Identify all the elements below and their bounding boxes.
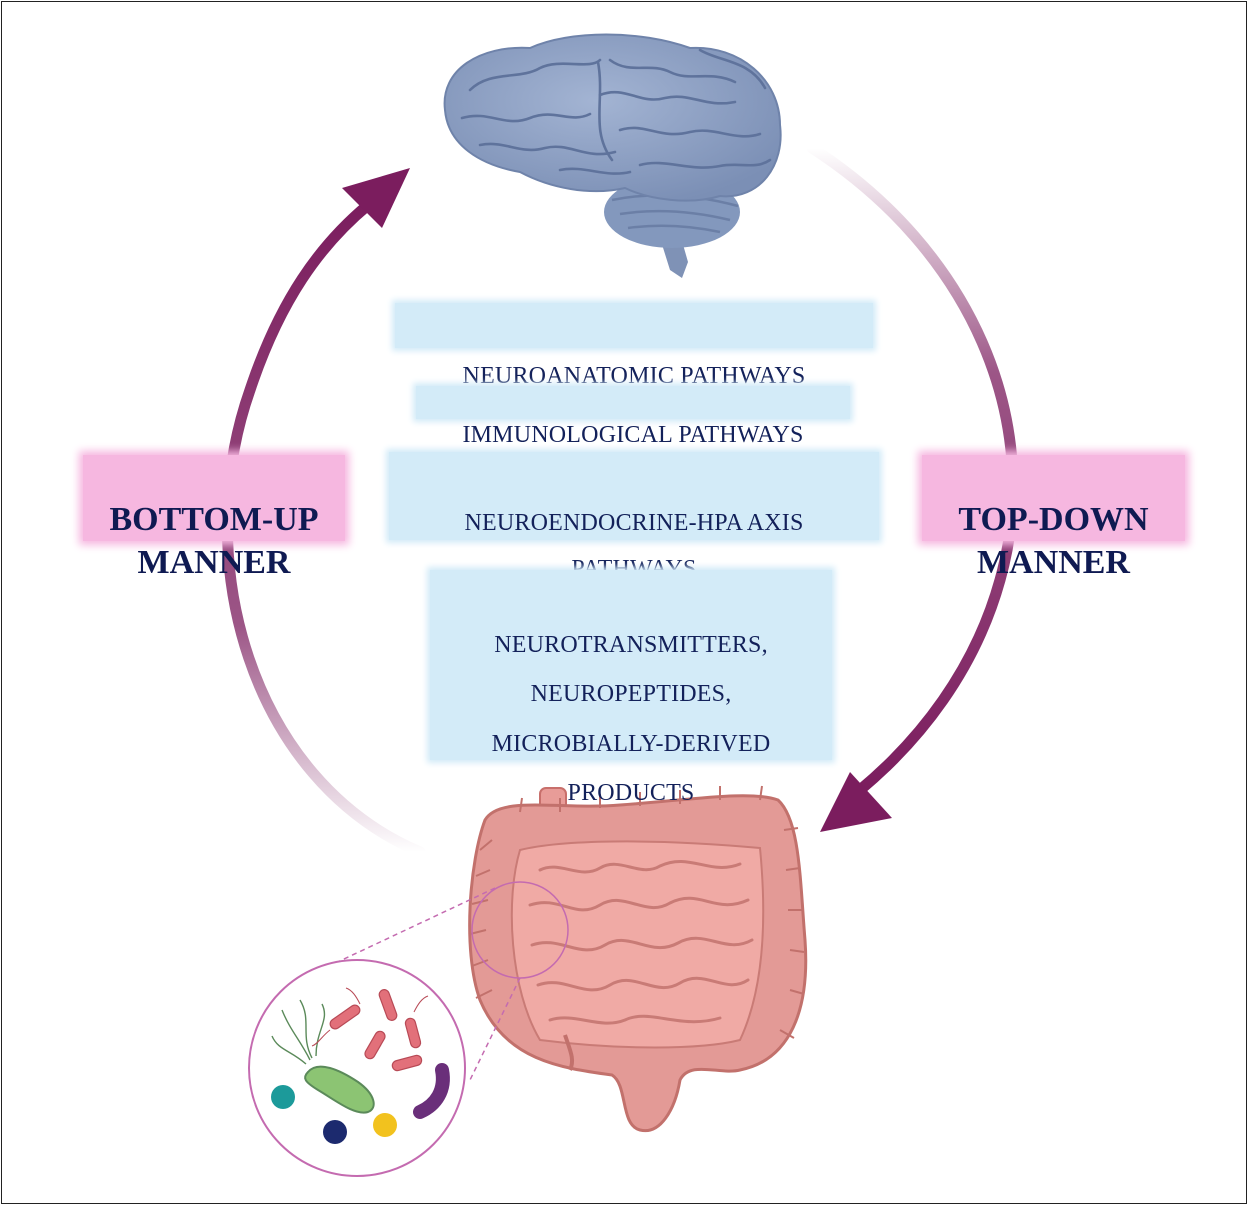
intestine-icon (470, 786, 806, 1131)
neuroendocrine-hpa-axis-box: NEUROENDOCRINE-HPA AXIS PATHWAYS (389, 452, 879, 540)
neurotransmitters-box: NEUROTRANSMITTERS, NEUROPEPTIDES, MICROB… (430, 570, 832, 760)
bottom-up-manner-box: BOTTOM-UP MANNER (83, 455, 345, 541)
top-down-manner-box: TOP-DOWN MANNER (922, 455, 1185, 541)
top-down-manner-label: TOP-DOWN MANNER (958, 501, 1148, 581)
immunological-pathways-box: IMMUNOLOGICAL PATHWAYS (416, 386, 850, 419)
bottom-up-manner-label: BOTTOM-UP MANNER (109, 501, 318, 581)
brain-icon (445, 35, 781, 279)
immunological-pathways-label: IMMUNOLOGICAL PATHWAYS (462, 422, 803, 448)
neuroanatomic-pathways-box: NEUROANATOMIC PATHWAYS (395, 303, 873, 348)
gut-microbiota-icon (249, 960, 465, 1176)
